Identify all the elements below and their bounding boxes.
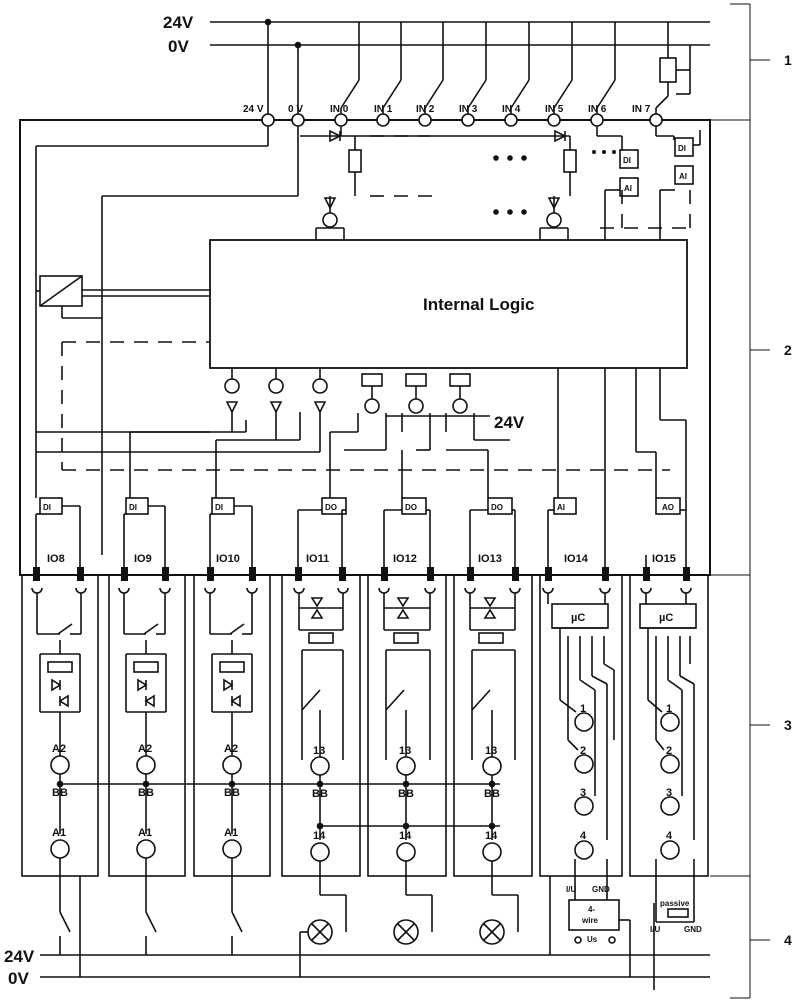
channel-type-io8: DI xyxy=(43,503,51,512)
output-drivers xyxy=(224,368,490,432)
plug-in-modules xyxy=(21,574,709,877)
channel-frontends xyxy=(35,497,686,555)
sensor-passive-iu: I/U xyxy=(650,925,660,934)
frontend-ai-in6: AI xyxy=(624,184,632,193)
logic-24v-label: 24V xyxy=(494,413,525,432)
channel-type-io11: DO xyxy=(325,503,337,512)
sensor-passive-name: passive xyxy=(660,899,690,908)
pin-label-io11-13: 13 xyxy=(313,745,325,757)
input-label-in0: IN 0 xyxy=(330,104,349,115)
frontend-ai-in7: AI xyxy=(679,172,687,181)
channel-label-io15: IO15 xyxy=(652,553,676,565)
section-label-1: 1 xyxy=(784,52,792,68)
pin-label-io10-bb: BB xyxy=(224,787,240,799)
channel-label-io10: IO10 xyxy=(216,553,240,565)
field-lamps xyxy=(299,861,519,977)
pin-label-io15-4: 4 xyxy=(666,830,673,842)
input-label-in7: IN 7 xyxy=(632,104,651,115)
sensor-passive xyxy=(653,859,695,990)
input-terminals xyxy=(261,113,663,127)
channel-type-io12: DO xyxy=(405,503,417,512)
input-label-in3: IN 3 xyxy=(459,104,478,115)
channel-label-io9: IO9 xyxy=(134,553,152,565)
channel-type-io10: DI xyxy=(215,503,223,512)
controller-label-io14: µC xyxy=(571,612,585,624)
controller-label-io15: µC xyxy=(659,612,673,624)
ellipsis-dots xyxy=(493,150,616,215)
section-bracket xyxy=(710,3,770,999)
pin-label-io13-14: 14 xyxy=(485,830,498,842)
input-label-in5: IN 5 xyxy=(545,104,564,115)
plug-pins xyxy=(33,567,690,581)
module-terminals xyxy=(50,712,680,862)
pin-label-io8-a2: A2 xyxy=(52,743,66,755)
top-rail-24v-label: 24V xyxy=(163,13,194,32)
channel-label-io13: IO13 xyxy=(478,553,502,565)
input-label-in4: IN 4 xyxy=(502,104,521,115)
pin-label-io13-bb: BB xyxy=(484,788,500,800)
channel-type-io15: AO xyxy=(662,503,674,512)
channel-type-io13: DO xyxy=(491,503,503,512)
sensor-4wire-us: Us xyxy=(587,935,598,944)
sensor-4wire-name-1: 4- xyxy=(588,905,595,914)
pin-label-io14-3: 3 xyxy=(580,787,586,799)
sensor-4wire-iu: I/U xyxy=(566,885,576,894)
channel-type-io9: DI xyxy=(129,503,137,512)
pin-label-io14-1: 1 xyxy=(580,703,586,715)
pin-label-io12-14: 14 xyxy=(399,830,412,842)
section-label-2: 2 xyxy=(784,342,792,358)
field-switches xyxy=(59,858,243,977)
input-label-24v: 24 V xyxy=(243,104,264,115)
sensor-4wire-name-2: wire xyxy=(581,916,599,925)
bottom-rail-0v-label: 0V xyxy=(8,969,29,988)
pin-label-io8-bb: BB xyxy=(52,787,68,799)
frontend-di-in7: DI xyxy=(678,144,686,153)
top-rail-0v-label: 0V xyxy=(168,37,189,56)
input-label-0v: 0 V xyxy=(288,104,303,115)
pin-label-io15-1: 1 xyxy=(666,703,672,715)
pin-label-io9-a2: A2 xyxy=(138,743,152,755)
pin-label-io13-13: 13 xyxy=(485,745,497,757)
internal-logic-box xyxy=(209,239,688,369)
frontend-di-in6: DI xyxy=(623,156,631,165)
pin-label-io12-13: 13 xyxy=(399,745,411,757)
sensor-4wire-gnd: GND xyxy=(592,885,610,894)
channel-label-io11: IO11 xyxy=(306,553,329,565)
input-label-in6: IN 6 xyxy=(588,104,607,115)
pin-label-io11-bb: BB xyxy=(312,788,328,800)
bottom-rail-24v-label: 24V xyxy=(4,947,35,966)
pin-label-io14-4: 4 xyxy=(580,830,587,842)
input-label-in2: IN 2 xyxy=(416,104,435,115)
pin-label-io15-2: 2 xyxy=(666,745,672,757)
pin-label-io14-2: 2 xyxy=(580,745,586,757)
internal-logic-title: Internal Logic xyxy=(423,295,534,314)
channel-label-io12: IO12 xyxy=(393,553,417,565)
device-housing xyxy=(19,119,711,576)
analog-module-internals xyxy=(542,587,697,840)
channel-label-io14: IO14 xyxy=(564,553,589,565)
pin-label-io12-bb: BB xyxy=(398,788,414,800)
pin-label-io9-bb: BB xyxy=(138,787,154,799)
channel-label-io8: IO8 xyxy=(47,553,65,565)
input-module-internals xyxy=(31,587,258,834)
pin-label-io9-a1: A1 xyxy=(138,827,152,839)
pin-label-io10-a1: A1 xyxy=(224,827,238,839)
pin-label-io10-a2: A2 xyxy=(224,743,238,755)
sensor-passive-gnd: GND xyxy=(684,925,702,934)
input-label-in1: IN 1 xyxy=(374,104,393,115)
section-label-3: 3 xyxy=(784,717,792,733)
pin-label-io15-3: 3 xyxy=(666,787,672,799)
section-label-4: 4 xyxy=(784,932,792,948)
output-module-internals xyxy=(293,587,521,840)
sensor-4-wire xyxy=(549,859,631,977)
channel-type-io14: AI xyxy=(557,503,565,512)
pin-label-io11-14: 14 xyxy=(313,830,326,842)
pin-label-io8-a1: A1 xyxy=(52,827,66,839)
